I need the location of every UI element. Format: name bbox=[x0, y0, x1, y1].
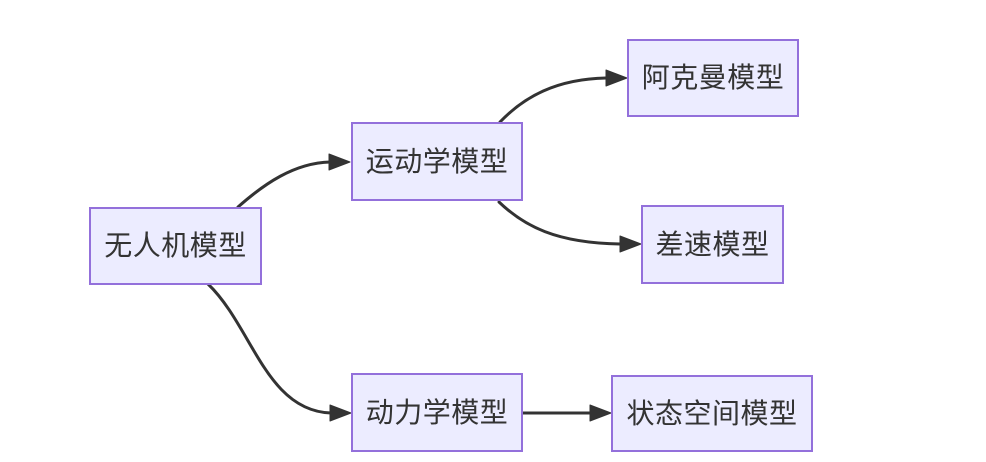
edge-drone-to-kinematics bbox=[236, 160, 332, 209]
edge-dynamics-to-statespace-arrowhead bbox=[589, 404, 612, 422]
edge-kinematics-to-differential bbox=[497, 200, 622, 246]
edge-drone-to-dynamics bbox=[206, 282, 333, 415]
edge-kinematics-to-ackermann bbox=[498, 76, 608, 124]
edge-drone-to-dynamics-arrowhead bbox=[329, 404, 352, 422]
edge-drone-to-kinematics-arrowhead bbox=[328, 153, 351, 171]
node-kinematics-model: 运动学模型 bbox=[351, 122, 523, 201]
edge-kinematics-to-differential-arrowhead bbox=[619, 235, 642, 253]
node-state-space-model: 状态空间模型 bbox=[611, 375, 813, 452]
node-drone-model: 无人机模型 bbox=[89, 207, 262, 285]
node-differential-model: 差速模型 bbox=[641, 205, 784, 284]
node-ackermann-model: 阿克曼模型 bbox=[627, 39, 799, 117]
edge-kinematics-to-ackermann-arrowhead bbox=[605, 69, 628, 87]
node-dynamics-model: 动力学模型 bbox=[351, 373, 523, 452]
